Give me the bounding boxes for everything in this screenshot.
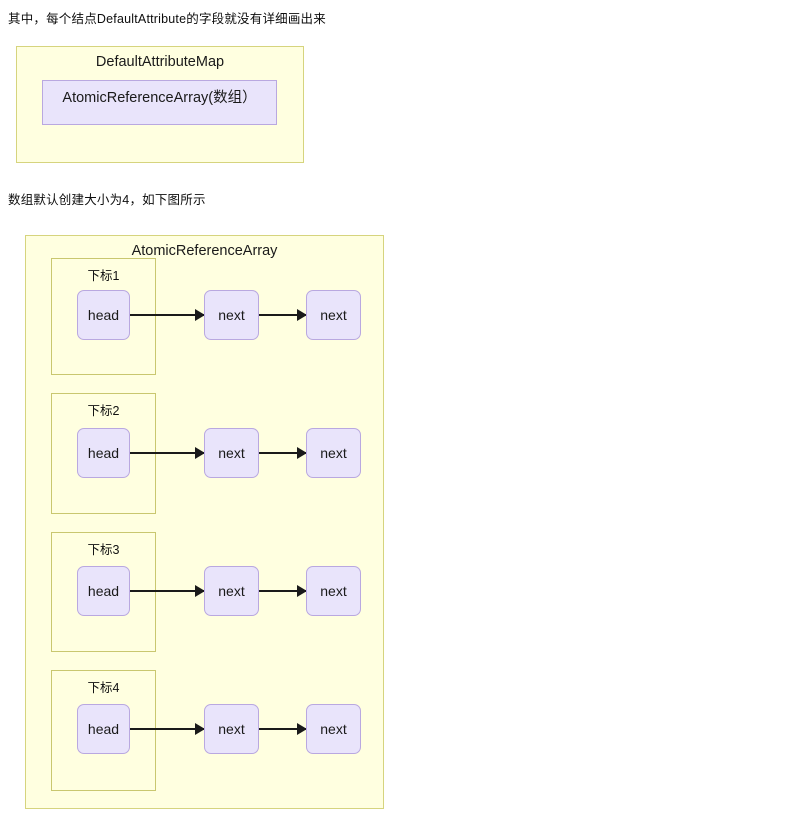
arrow-icon-4a [130, 722, 205, 735]
arrow-icon-3a [130, 584, 205, 597]
default-attribute-map-container: DefaultAttributeMap AtomicReferenceArray… [16, 46, 304, 163]
node-next-1b: next [306, 290, 361, 340]
caption-first: 其中，每个结点DefaultAttribute的字段就没有详细画出来 [8, 12, 326, 26]
node-head-4: head [77, 704, 130, 754]
caption-second: 数组默认创建大小为4，如下图所示 [8, 193, 206, 207]
atomic-reference-array-container: AtomicReferenceArray 下标1 head next next … [25, 235, 384, 809]
arrow-icon-1b [259, 308, 307, 321]
node-next-2a: next [204, 428, 259, 478]
node-head-3: head [77, 566, 130, 616]
linked-list-row-2: head next next [26, 428, 385, 478]
array-slot-3-label: 下标3 [87, 543, 120, 557]
node-head-1: head [77, 290, 130, 340]
node-next-3a: next [204, 566, 259, 616]
node-head-2: head [77, 428, 130, 478]
node-next-4a: next [204, 704, 259, 754]
node-next-4b: next [306, 704, 361, 754]
node-next-2b: next [306, 428, 361, 478]
array-slot-1: 下标1 [51, 258, 156, 375]
arrow-icon-2a [130, 446, 205, 459]
atomic-reference-array-field-label: AtomicReferenceArray(数组） [62, 90, 257, 106]
linked-list-row-4: head next next [26, 704, 385, 754]
array-slot-4: 下标4 [51, 670, 156, 791]
arrow-icon-4b [259, 722, 307, 735]
node-next-1a: next [204, 290, 259, 340]
arrow-icon-3b [259, 584, 307, 597]
node-next-3b: next [306, 566, 361, 616]
atomic-reference-array-field: AtomicReferenceArray(数组） [42, 80, 277, 125]
arrow-icon-2b [259, 446, 307, 459]
default-attribute-map-title: DefaultAttributeMap [95, 54, 225, 70]
array-slot-1-label: 下标1 [87, 269, 120, 283]
linked-list-row-3: head next next [26, 566, 385, 616]
array-slot-4-label: 下标4 [87, 681, 120, 695]
atomic-reference-array-title: AtomicReferenceArray [131, 243, 278, 259]
array-slot-2-label: 下标2 [87, 404, 120, 418]
arrow-icon-1a [130, 308, 205, 321]
linked-list-row-1: head next next [26, 290, 385, 340]
